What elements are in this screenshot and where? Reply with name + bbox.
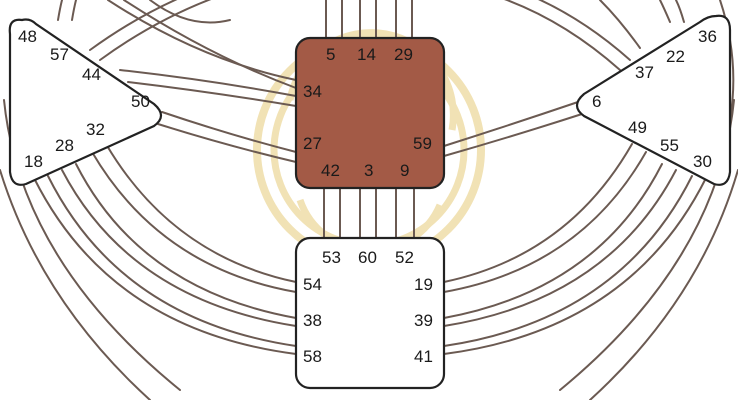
- gate-label: 50: [131, 92, 150, 111]
- gate-label: 5: [326, 45, 335, 64]
- channel-58-18-b: [47, 175, 297, 347]
- gate-label: 53: [322, 248, 341, 267]
- channel-54-32: [91, 151, 297, 293]
- channel-41-30: [443, 177, 707, 355]
- channel-36-arc-1: [675, 0, 685, 23]
- channel-36-arc-2: [659, 0, 671, 23]
- gate-label: 30: [693, 152, 712, 171]
- channel-6-59: [443, 101, 579, 147]
- gate-label: 18: [24, 152, 43, 171]
- channel-41-30-b: [443, 175, 693, 347]
- gate-label: 39: [414, 311, 433, 330]
- channel-39-55-b: [443, 163, 663, 319]
- gate-label: 28: [55, 136, 74, 155]
- gate-label: 34: [303, 82, 322, 101]
- channel-19-49-b: [443, 143, 633, 283]
- channel-22-arc: [599, 0, 641, 49]
- gate-label: 29: [394, 45, 413, 64]
- channel-54-32-b: [105, 143, 297, 283]
- left-triangle-center: [8, 18, 163, 186]
- gate-label: 44: [82, 65, 101, 84]
- gate-label: 41: [414, 347, 433, 366]
- channel-6-59-b: [443, 113, 583, 157]
- gate-label: 37: [635, 63, 654, 82]
- gate-label: 59: [413, 134, 432, 153]
- gate-label: 3: [364, 161, 373, 180]
- right-triangle-center: [575, 14, 732, 186]
- channel-44-arc-b: [123, 0, 297, 89]
- channel-37-arc-b: [503, 0, 621, 71]
- gate-label: 60: [358, 248, 377, 267]
- gate-label: 19: [414, 275, 433, 294]
- channel-58-18: [33, 177, 297, 355]
- channel-right-side-arc: [719, 0, 735, 121]
- channel-39-55: [443, 169, 677, 327]
- gate-label: 48: [18, 27, 37, 46]
- channel-19-49: [443, 151, 647, 293]
- channel-48-arc-2: [71, 0, 77, 21]
- channel-top-left-arc: [149, 0, 231, 24]
- gate-label: 36: [698, 27, 717, 46]
- channel-57-arc-b: [99, 0, 212, 61]
- channel-left-outer-arc-b: [0, 169, 151, 400]
- gate-labels-layer: 5 14 29 34 27 59 42 3 9 53 60 52 54 19 3…: [18, 27, 717, 366]
- channel-48-arc-1: [57, 0, 63, 21]
- channel-50-27-b: [157, 123, 297, 163]
- channel-44-34: [119, 69, 297, 97]
- gate-label: 27: [303, 134, 322, 153]
- gate-label: 49: [628, 118, 647, 137]
- channel-50-27: [161, 111, 297, 153]
- root-center: [294, 236, 446, 390]
- channel-38-28-b: [75, 163, 297, 319]
- gate-label: 14: [357, 45, 376, 64]
- channel-right-outer-arc-b: [589, 169, 738, 400]
- gate-label: 57: [50, 45, 69, 64]
- gate-label: 58: [303, 347, 322, 366]
- gate-label: 55: [660, 136, 679, 155]
- gate-label: 52: [395, 248, 414, 267]
- channel-44-arc: [107, 0, 297, 81]
- channel-44-34-b: [127, 81, 297, 107]
- gate-label: 38: [303, 311, 322, 330]
- gate-label: 6: [592, 92, 601, 111]
- gate-label: 32: [86, 120, 105, 139]
- channel-38-28: [61, 169, 297, 327]
- gate-label: 42: [321, 161, 340, 180]
- channel-37-arc: [537, 0, 631, 61]
- throat-center: [294, 36, 446, 190]
- nodes-layer: [8, 14, 732, 390]
- gate-label: 9: [400, 161, 409, 180]
- channel-57-arc: [89, 0, 178, 51]
- gate-label: 54: [303, 275, 322, 294]
- gate-label: 22: [666, 47, 685, 66]
